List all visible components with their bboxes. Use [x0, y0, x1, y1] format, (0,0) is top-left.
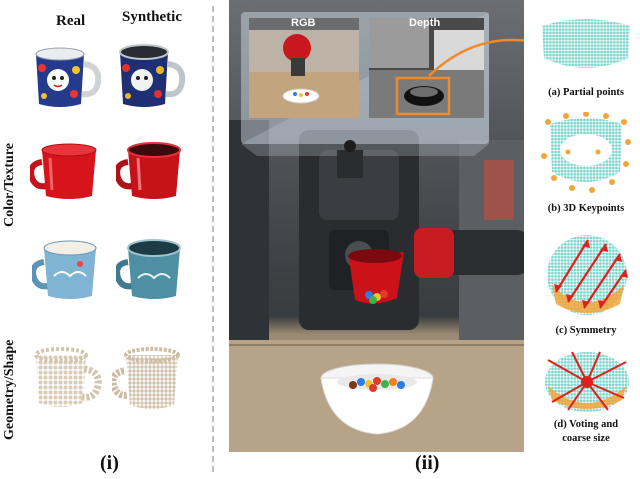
synthetic-point-cloud-mug-image	[112, 347, 180, 409]
panel-label-i: (i)	[100, 452, 119, 474]
voting-cloud	[545, 351, 629, 412]
column-header-synthetic: Synthetic	[122, 9, 182, 25]
synthetic-blue-mug-image	[116, 239, 181, 299]
panel-divider	[212, 6, 214, 472]
keypoints-cloud	[541, 112, 631, 193]
caption-d-line2: coarse size	[562, 433, 610, 444]
caption-c: (c) Symmetry	[555, 325, 617, 336]
caption-b: (b) 3D Keypoints	[547, 203, 625, 214]
real-red-mug-image	[30, 143, 97, 199]
caption-a: (a) Partial points	[548, 87, 624, 98]
panel-label-ii: (ii)	[415, 452, 440, 474]
synthetic-patterned-mug-image	[119, 44, 186, 107]
column-header-real: Real	[56, 13, 86, 29]
partial-points-cloud	[542, 19, 630, 68]
synthetic-red-mug-image	[116, 142, 181, 199]
symmetry-cloud	[547, 235, 628, 315]
robot-scene-drawing	[229, 12, 524, 452]
row-label-geometry-shape: Geometry/Shape	[2, 339, 17, 441]
inset-label-rgb: RGB	[291, 17, 316, 29]
robot-scene-photo: RGB Depth	[229, 0, 524, 452]
row-label-color-texture: Color/Texture	[2, 143, 17, 227]
inset-label-depth: Depth	[409, 17, 441, 29]
real-patterned-mug-image	[35, 47, 102, 107]
caption-d-line1: (d) Voting and	[553, 419, 619, 430]
real-point-cloud-mug-image	[34, 347, 102, 407]
real-blue-mug-image	[32, 240, 97, 299]
